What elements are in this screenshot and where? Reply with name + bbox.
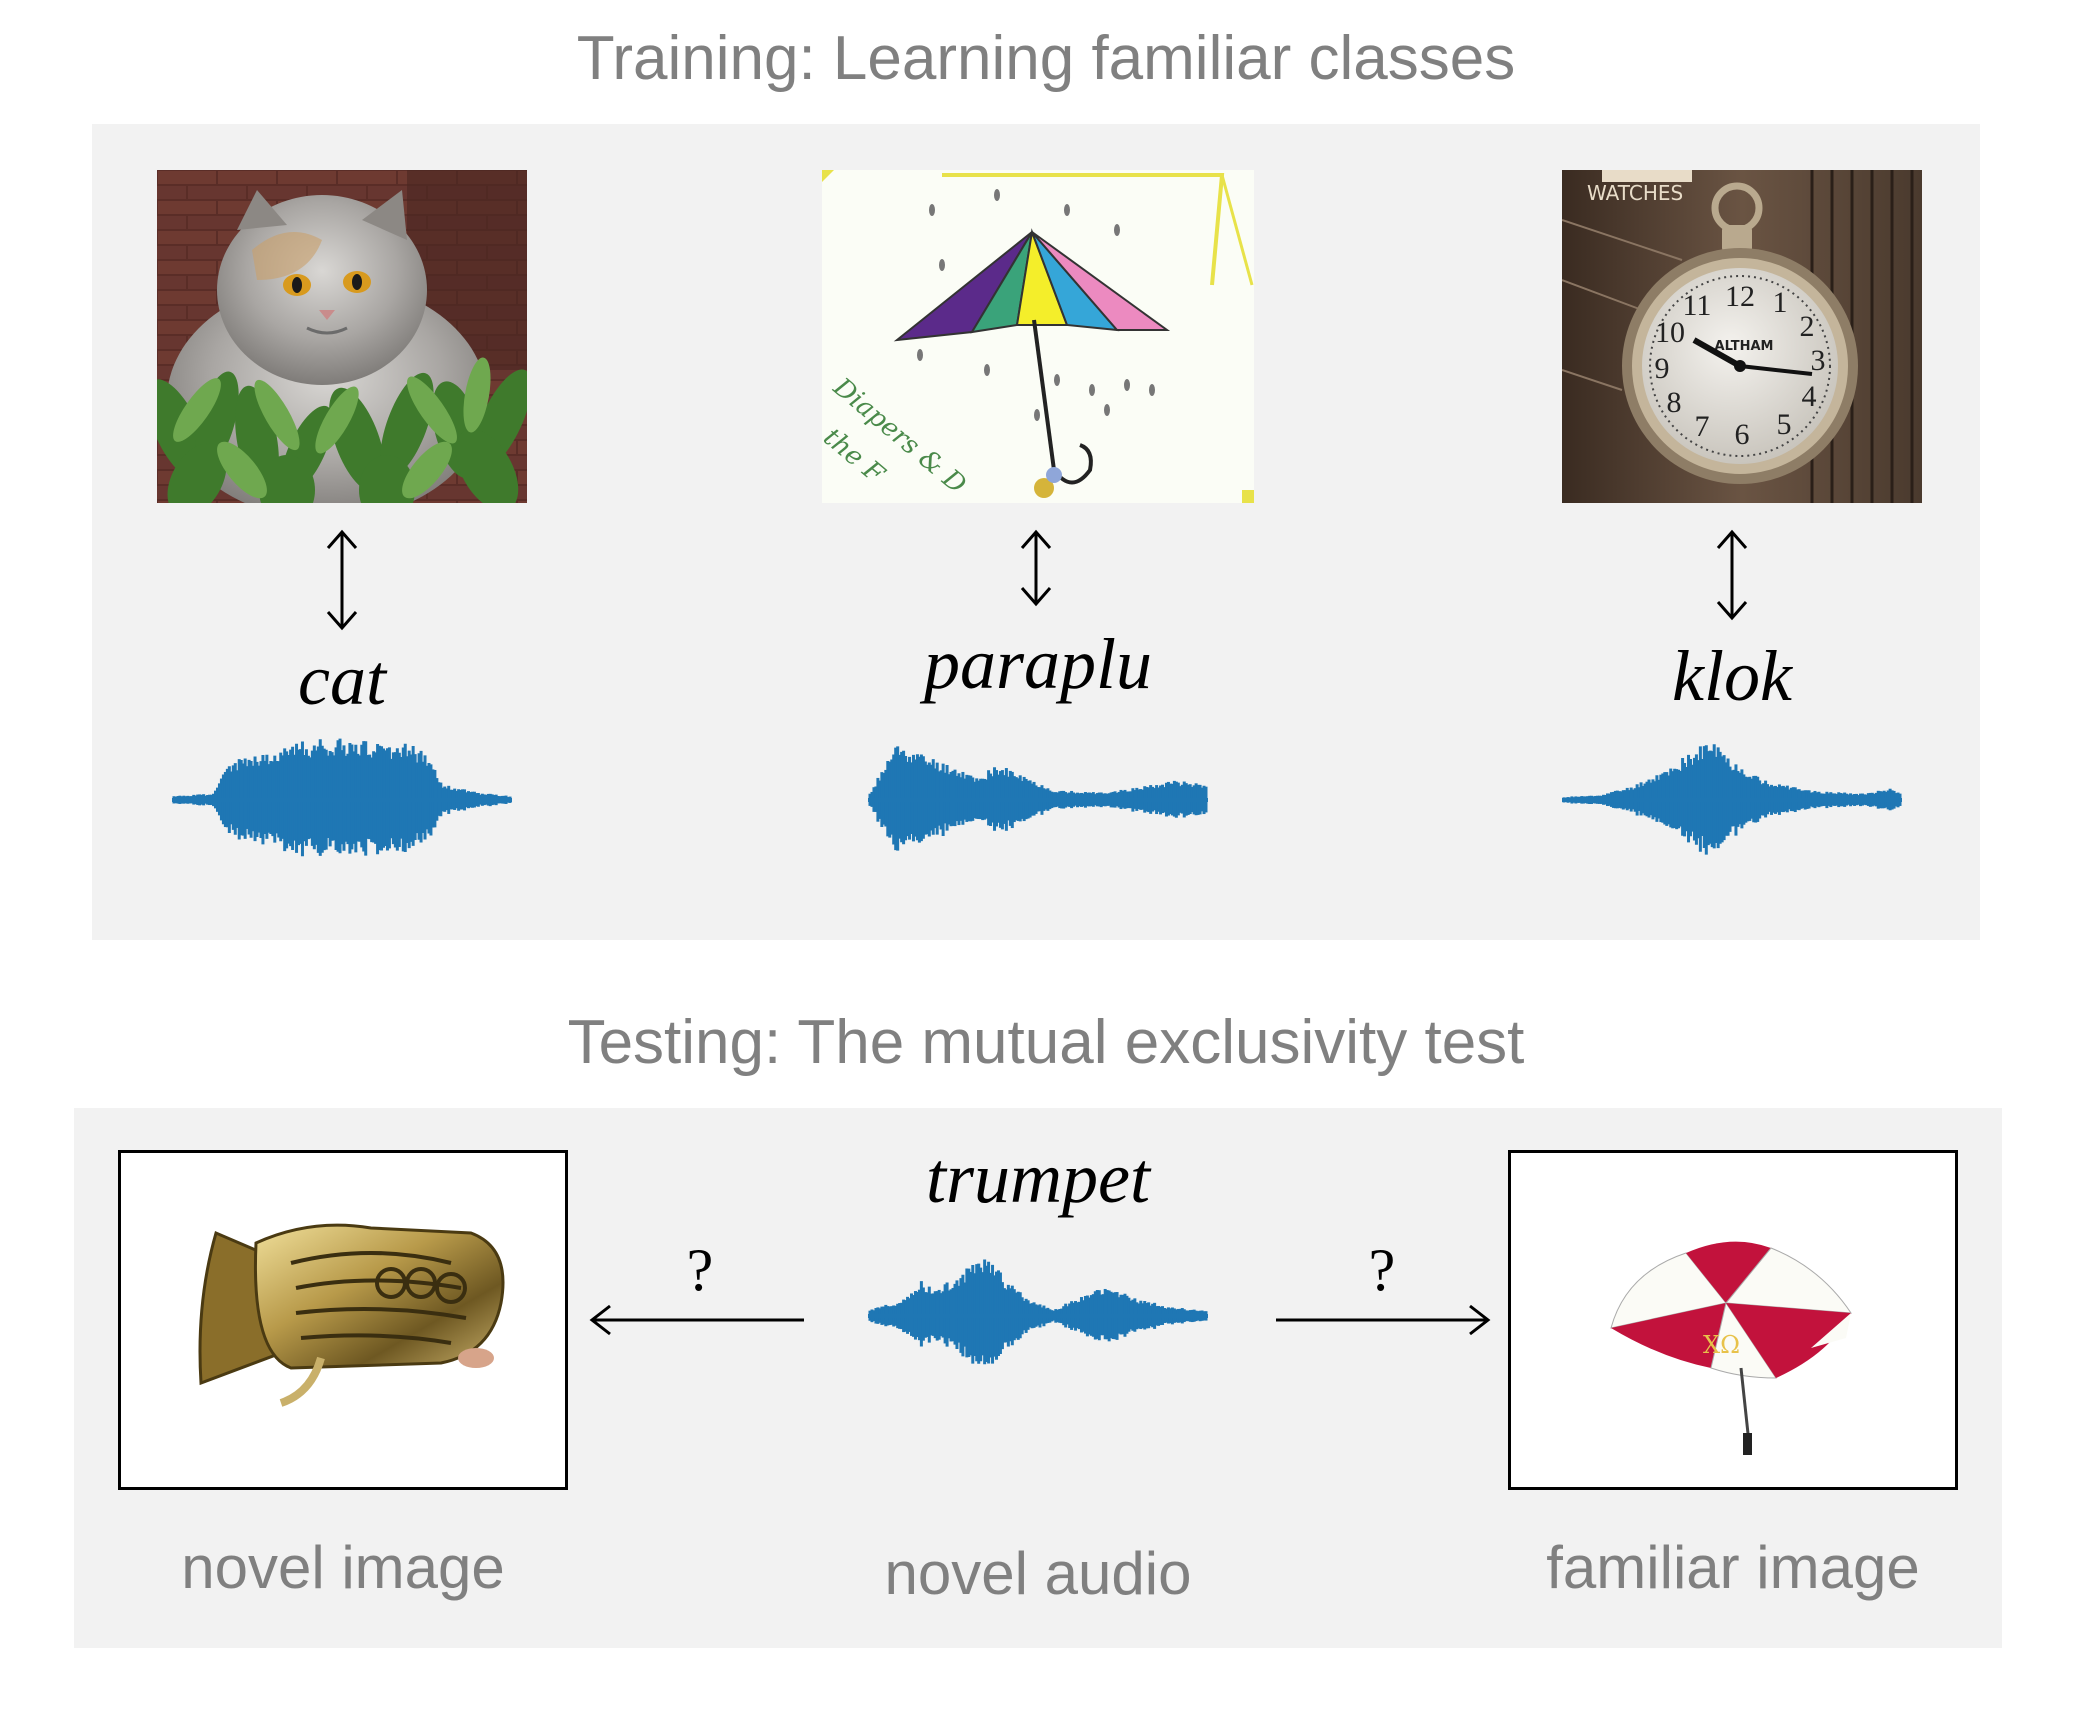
svg-text:ALTHAM: ALTHAM <box>1715 339 1774 354</box>
familiar-image-frame: XΩ <box>1508 1150 1958 1490</box>
arrow-left-icon <box>588 1300 808 1340</box>
svg-text:6: 6 <box>1735 418 1750 451</box>
double-arrow-icon <box>1016 528 1056 608</box>
svg-text:11: 11 <box>1683 289 1712 322</box>
svg-text:8: 8 <box>1667 386 1682 419</box>
word-klok: klok <box>1672 636 1792 716</box>
svg-text:7: 7 <box>1695 410 1710 443</box>
svg-text:WATCHES: WATCHES <box>1587 181 1683 205</box>
svg-text:2: 2 <box>1800 310 1815 343</box>
caption-novel-audio: novel audio <box>884 1540 1192 1607</box>
waveform-trumpet <box>868 1259 1208 1365</box>
svg-text:1: 1 <box>1773 286 1788 319</box>
cat-photo <box>157 170 527 503</box>
caption-familiar-image: familiar image <box>1546 1534 1920 1601</box>
arrow-right-icon <box>1272 1300 1492 1340</box>
svg-text:12: 12 <box>1725 280 1755 313</box>
umbrella-drawing: Diapers & D the F <box>822 170 1254 503</box>
testing-title: Testing: The mutual exclusivity test <box>567 1008 1525 1077</box>
double-arrow-icon <box>1712 528 1752 622</box>
training-title: Training: Learning familiar classes <box>576 24 1516 93</box>
word-trumpet: trumpet <box>926 1138 1150 1218</box>
red-umbrella-image: XΩ <box>1610 1241 1852 1455</box>
word-cat: cat <box>298 640 386 720</box>
svg-text:10: 10 <box>1655 316 1685 349</box>
word-paraplu: paraplu <box>923 624 1153 704</box>
tuba-image <box>198 1223 505 1407</box>
caption-novel-image: novel image <box>181 1534 505 1601</box>
question-mark-left: ? <box>686 1237 714 1303</box>
double-arrow-icon <box>322 528 362 632</box>
svg-text:4: 4 <box>1802 380 1817 413</box>
novel-image-frame <box>118 1150 568 1490</box>
svg-text:9: 9 <box>1655 352 1670 385</box>
svg-text:5: 5 <box>1777 408 1792 441</box>
waveform-paraplu <box>868 746 1208 851</box>
greek-letters: XΩ <box>1703 1331 1740 1359</box>
waveform-klok <box>1562 744 1902 855</box>
question-mark-right: ? <box>1368 1237 1396 1303</box>
svg-text:3: 3 <box>1811 344 1826 377</box>
waveform-cat <box>172 738 512 857</box>
